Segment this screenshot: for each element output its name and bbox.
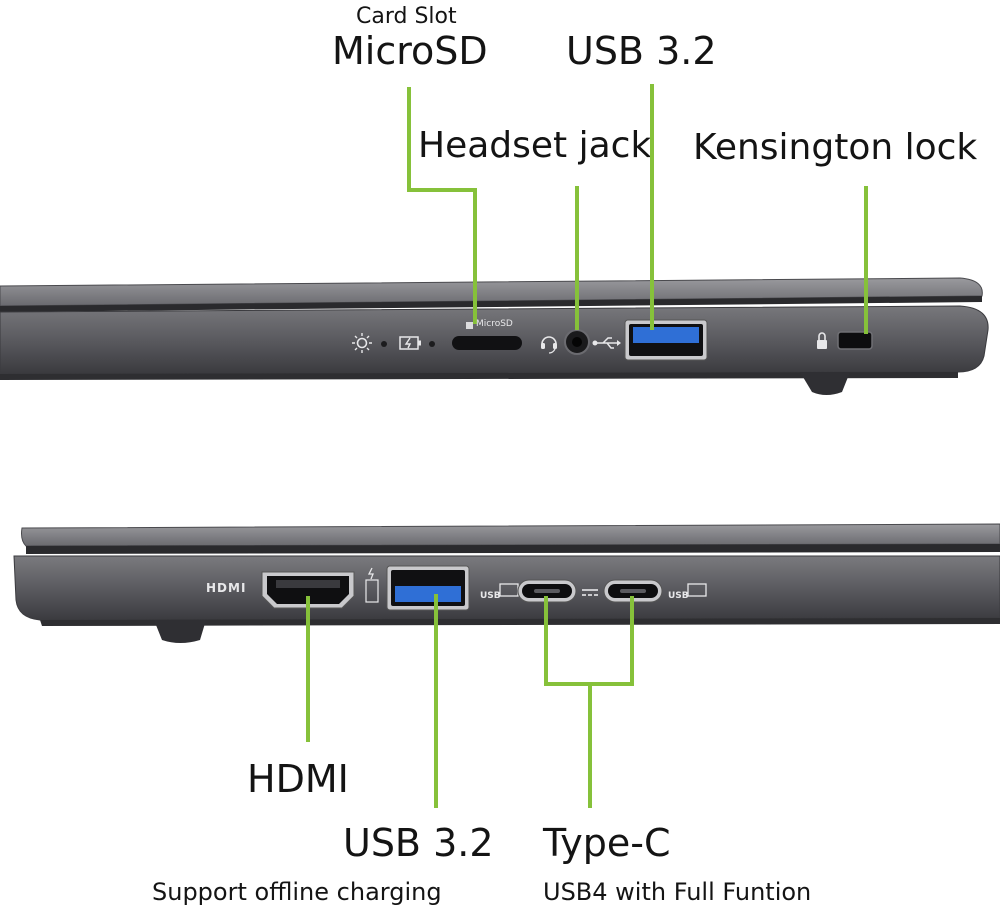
headset-icon — [541, 336, 557, 354]
hdmi-engraving: HDMI — [206, 581, 246, 595]
card-slot-label: Card Slot — [356, 4, 457, 29]
lid-gap-top — [0, 296, 982, 312]
usb32-top-label: USB 3.2 — [566, 29, 717, 73]
kensington-lock-label: Kensington lock — [693, 127, 978, 168]
usb-display-icon-2: USB — [668, 583, 707, 601]
rubber-foot-top — [800, 372, 850, 395]
laptop-left-side: HDMI USB — [13, 523, 1000, 643]
microsd-label: MicroSD — [332, 29, 488, 73]
svg-text:USB: USB — [668, 591, 689, 601]
laptop-lid-top — [0, 277, 983, 307]
headset-jack-label: Headset jack — [418, 125, 652, 166]
power-light-icon — [352, 333, 372, 353]
microsd-leader-line — [407, 87, 477, 324]
usb32-charging-note: Support offline charging — [152, 878, 442, 906]
laptop-right-side — [0, 277, 989, 395]
usb-blue-tongue-top — [633, 327, 699, 343]
kensington-slot — [837, 331, 873, 350]
usb-charge-icon — [365, 567, 379, 603]
lid-gap-bottom — [26, 544, 1000, 554]
type-c-label: Type-C — [543, 821, 671, 865]
body-bottom-edge-bottom — [40, 618, 1000, 626]
battery-charge-icon — [399, 336, 421, 350]
body-bottom-edge-top — [0, 372, 958, 380]
power-led-icon — [381, 341, 387, 347]
usb-icon — [592, 337, 621, 349]
rubber-foot-bottom — [154, 620, 206, 643]
usb-blue-tongue-bottom — [395, 586, 461, 602]
microsd-icon — [466, 322, 473, 329]
svg-text:USB: USB — [480, 591, 501, 601]
laptop-body-bottom — [13, 555, 1000, 621]
usb32-bottom-label: USB 3.2 — [343, 821, 494, 865]
microsd-slot — [452, 336, 522, 350]
laptop-lid-bottom — [21, 523, 1000, 547]
leader-lines-bottom — [306, 594, 634, 808]
leader-lines-top — [407, 84, 868, 334]
headset-jack-hole — [572, 337, 582, 347]
type-c-note: USB4 with Full Funtion — [543, 878, 812, 906]
microsd-engraving: MicroSD — [476, 319, 513, 329]
kensington-lock-icon — [817, 332, 827, 349]
hdmi-label: HDMI — [247, 757, 349, 801]
dc-power-icon — [582, 589, 598, 596]
battery-led-icon — [429, 341, 435, 347]
